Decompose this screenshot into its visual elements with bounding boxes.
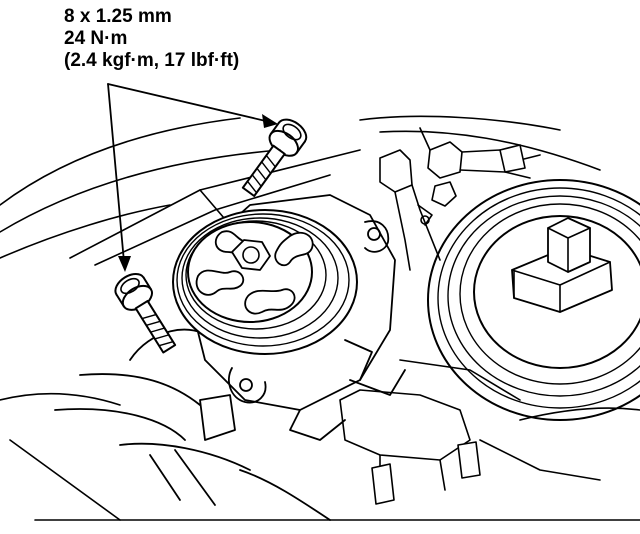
bolt-upper [241,118,308,197]
crank-pulley [427,179,640,421]
bolt-size-label: 8 x 1.25 mm [64,6,172,27]
torque-nm-label: 24 N·m [64,28,128,49]
bolt-lower [114,273,177,354]
engine-bay-lines [0,115,640,521]
pump-pulley [172,209,358,355]
engine-block-lower [339,359,640,505]
leader-lines [107,83,278,272]
torque-alt-units-label: (2.4 kgf·m, 17 lbf·ft) [64,50,240,71]
wiring-harness [379,141,541,271]
